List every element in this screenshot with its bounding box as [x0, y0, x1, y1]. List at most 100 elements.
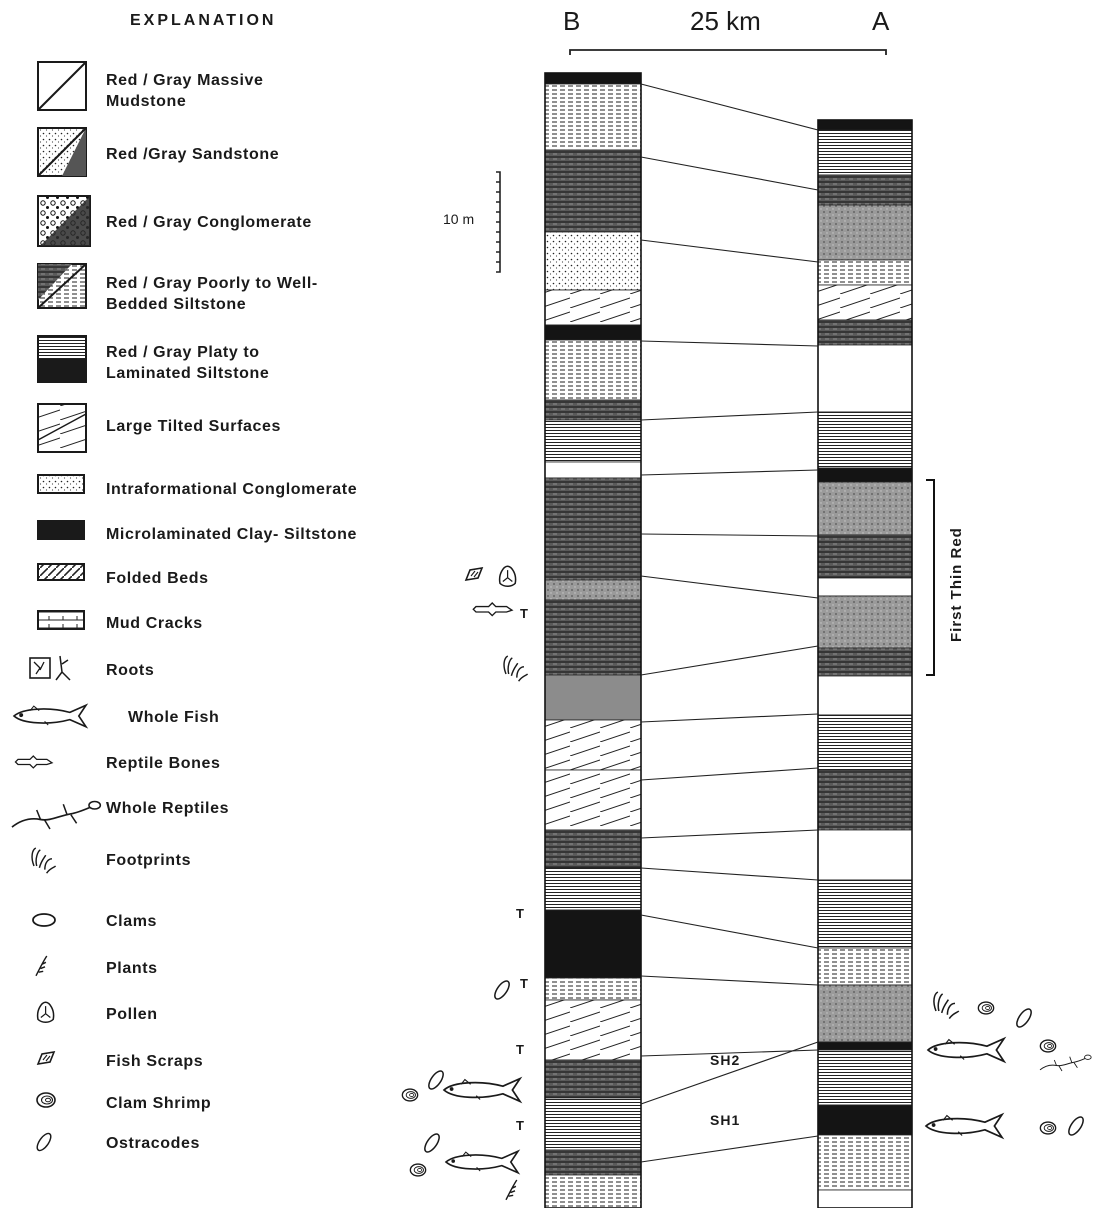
bed-layer — [544, 829, 642, 869]
first-thin-red-label: First Thin Red — [948, 527, 965, 642]
bedded-siltstone-symbol — [37, 263, 87, 309]
legend-label: Red /Gray Sandstone — [106, 146, 280, 163]
first-thin-red-bracket — [926, 479, 935, 676]
tie-line — [640, 829, 819, 839]
bed-layer — [544, 867, 642, 911]
section-b-outline — [544, 72, 642, 1208]
legend-label: Whole Reptiles — [106, 800, 230, 817]
bed-layer — [544, 289, 642, 326]
t-marker: T — [516, 906, 524, 921]
fish-icon — [924, 1112, 1005, 1140]
tie-line — [640, 83, 819, 131]
tie-line — [640, 914, 819, 949]
bed-layer — [817, 879, 913, 949]
tie-line — [640, 867, 819, 881]
fish-icon — [444, 1149, 521, 1175]
legend-symbols — [11, 61, 102, 1152]
mud-cracks-symbol — [37, 610, 85, 630]
t-marker: T — [520, 606, 528, 621]
marker-sh1: SH1 — [710, 1112, 741, 1128]
legend-label: Microlaminated Clay- Siltstone — [106, 526, 357, 543]
legend-label: Large Tilted Surfaces — [106, 418, 282, 435]
bed-layer — [817, 714, 913, 771]
plant-icon — [505, 1179, 518, 1201]
conglomerate-symbol — [37, 195, 91, 247]
bed-layer — [544, 1174, 642, 1208]
bed-layer — [817, 647, 913, 677]
fish-icon — [926, 1036, 1007, 1064]
bed-layer — [817, 411, 913, 469]
clam-shrimp-icon — [409, 1163, 427, 1177]
section-a-label: A — [872, 6, 890, 36]
bed-layer — [817, 1049, 913, 1106]
bed-layer — [817, 947, 913, 986]
vertical-scale-label: 10 m — [443, 211, 475, 227]
bed-layer — [817, 1041, 913, 1051]
ostracode-icon — [1068, 1116, 1084, 1136]
fish-scraps-icon — [464, 566, 484, 582]
tie-line — [640, 156, 819, 191]
correlation-lines — [640, 83, 819, 1163]
bed-layer — [817, 284, 913, 321]
plant-icon — [35, 955, 48, 977]
t-marker: T — [516, 1118, 524, 1133]
bed-layer — [544, 419, 642, 463]
bed-layer — [544, 769, 642, 831]
reptile-bones-icon — [14, 755, 54, 769]
distance-label: 25 km — [690, 6, 761, 36]
tie-line — [640, 469, 819, 476]
fish-icon — [442, 1076, 523, 1104]
legend-label: Pollen — [106, 1006, 158, 1023]
sandstone-symbol — [37, 127, 87, 177]
fish-icon — [12, 703, 89, 729]
bed-layer — [817, 174, 913, 206]
bed-layer — [544, 999, 642, 1061]
bed-layer — [544, 324, 642, 341]
intraformational-conglomerate-symbol — [37, 474, 85, 494]
bed-layer — [544, 1097, 642, 1151]
legend-label: Whole Fish — [128, 709, 220, 726]
bed-layer — [544, 83, 642, 151]
t-marker: T — [520, 976, 528, 991]
bed-layer — [544, 339, 642, 401]
bed-layer — [544, 909, 642, 979]
bed-layer — [817, 344, 913, 413]
tie-line — [640, 575, 819, 599]
bed-layer — [817, 259, 913, 286]
legend-label: Reptile Bones — [106, 755, 221, 772]
bed-layer — [817, 577, 913, 597]
bed-layer — [817, 595, 913, 649]
clam-shrimp-icon — [1039, 1039, 1057, 1053]
tie-line — [640, 713, 819, 723]
clam-shrimp-icon — [1039, 1121, 1057, 1135]
reptile-bones-icon — [472, 602, 514, 617]
legend-label: Intraformational Conglomerate — [106, 481, 358, 498]
tie-line — [640, 239, 819, 263]
footprints-icon — [503, 655, 529, 682]
legend-title: EXPLANATION — [130, 12, 277, 29]
legend-label: Mud Cracks — [106, 615, 203, 632]
legend-label: Red / Gray Massive Mudstone — [106, 72, 264, 110]
bed-layer — [817, 769, 913, 831]
ostracode-icon — [36, 1132, 52, 1152]
bed-layer — [817, 1134, 913, 1191]
bed-layer — [817, 1104, 913, 1136]
bed-layer — [544, 599, 642, 676]
tilted-surfaces-symbol — [37, 403, 87, 453]
bed-layer — [817, 675, 913, 716]
legend-label: Footprints — [106, 852, 192, 869]
bed-layer — [817, 119, 913, 131]
legend-label: Roots — [106, 662, 155, 679]
bed-layer — [817, 319, 913, 346]
fossil-annotations — [401, 565, 1092, 1201]
reptile-icon — [11, 800, 102, 830]
footprints-icon — [933, 991, 960, 1020]
bed-layer — [544, 231, 642, 291]
folded-beds-symbol — [37, 563, 85, 581]
bed-layer — [544, 1149, 642, 1176]
bed-layer — [544, 477, 642, 581]
tie-line — [640, 1135, 819, 1163]
bed-layer — [817, 129, 913, 176]
section-b-label: B — [563, 6, 581, 36]
vertical-scale-bar — [496, 171, 501, 273]
